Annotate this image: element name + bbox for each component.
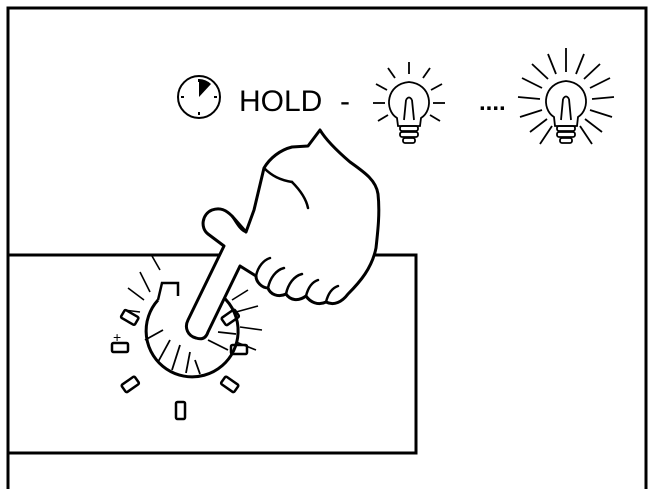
ellipsis: ....: [479, 89, 506, 116]
light-bulb-dim-icon: [373, 62, 445, 144]
hold-label: HOLD: [239, 85, 322, 118]
light-bulb-bright-icon: [517, 48, 615, 145]
control-panel: [6, 253, 418, 455]
plus-sign: +: [113, 329, 121, 345]
timer-icon: [177, 75, 221, 119]
pointing-hand-icon: [184, 128, 381, 341]
dash-separator: -: [340, 85, 350, 118]
outer-frame: [6, 6, 648, 489]
rotary-dial-icon: [110, 255, 263, 421]
